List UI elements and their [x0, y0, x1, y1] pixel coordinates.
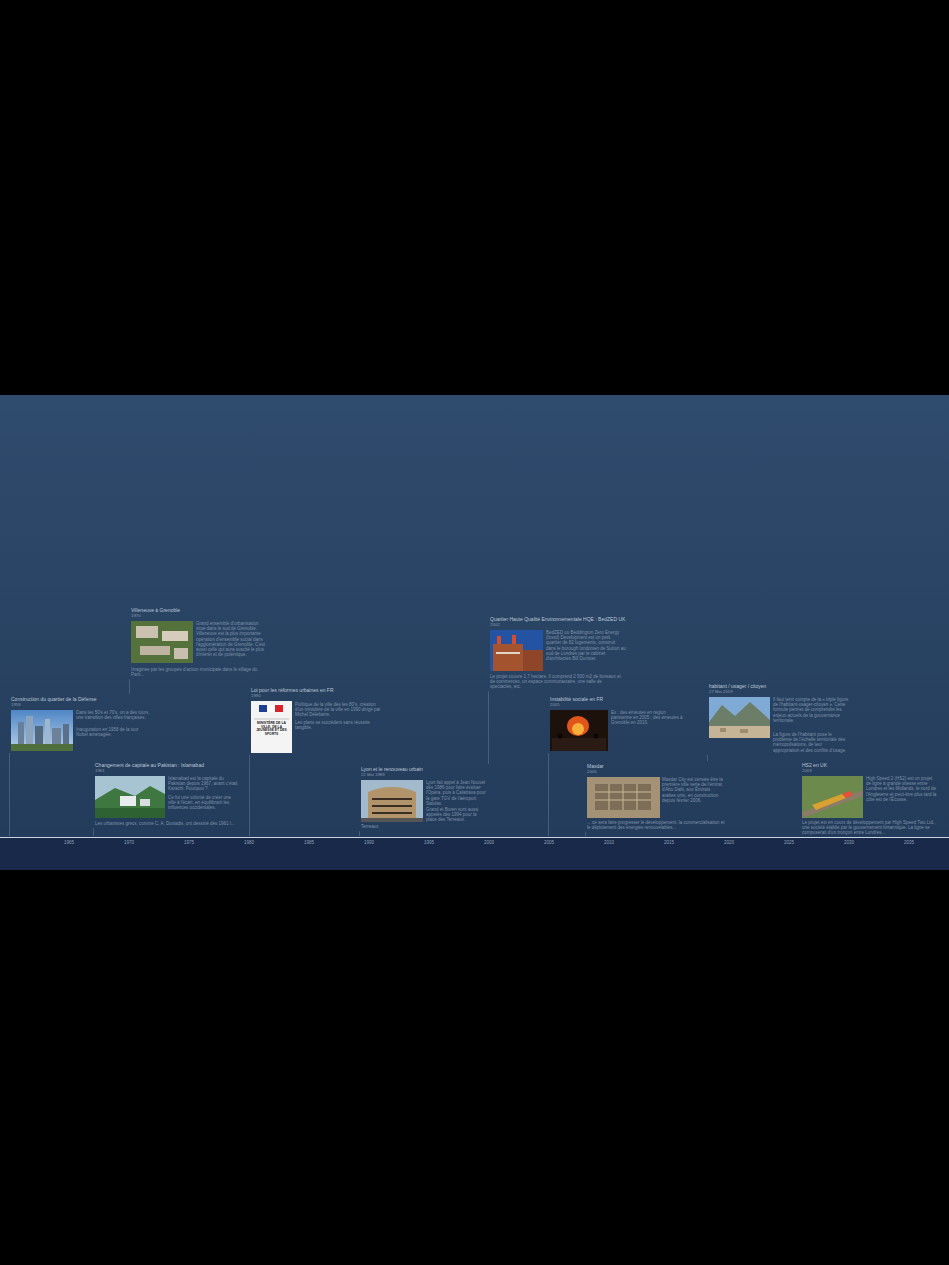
event-date: 1970 — [131, 614, 141, 619]
event-text: Islamabad est la capitale du Pakistan de… — [168, 776, 240, 792]
axis-band — [0, 838, 949, 870]
year-label: 2020 — [724, 841, 734, 846]
event-text: Il faut tenir compte de la « triple figu… — [773, 697, 849, 723]
year-label: 2030 — [844, 841, 854, 846]
time-axis — [0, 837, 949, 838]
grenoble-photo — [709, 697, 770, 738]
year-label: 1990 — [364, 841, 374, 846]
timeline-event: Construction du quartier de la Défense19… — [11, 697, 151, 751]
villeneuve-photo — [131, 621, 193, 663]
event-title: Masdar — [587, 764, 604, 770]
event-date: 2005 — [550, 703, 560, 708]
timeline-event: Quartier Haute Qualité Environnementale … — [490, 617, 626, 690]
event-text: Les urbanistes grecs, comme C. A. Doxiad… — [95, 821, 240, 826]
event-text: Ex : des émeutes en région parisienne en… — [611, 710, 686, 726]
timeline-event: Instabilité sociale en FR2005 Ex : des ém… — [550, 697, 686, 751]
year-label: 1965 — [64, 841, 74, 846]
event-title: Loi pour les réformes urbaines en FR — [251, 688, 334, 694]
timeline-event: Changement de capitale au Pakistan : Isl… — [95, 763, 240, 827]
timeline-event: Villeneuve à Grenoble1970Grand ensemble … — [131, 608, 271, 678]
event-date: 21 Mai 1989 — [361, 773, 385, 778]
event-marker — [548, 753, 549, 836]
year-label: 1980 — [244, 841, 254, 846]
timeline-panel — [0, 395, 949, 838]
event-text: Le projet couvre 1,7 hectare. Il compren… — [490, 674, 625, 690]
event-text: Inauguration en 1958 de la tour Nobel am… — [76, 727, 151, 737]
year-label: 1995 — [424, 841, 434, 846]
event-text: Imaginée par les groupes d'action munici… — [131, 667, 271, 677]
ministry-logo — [251, 701, 292, 753]
event-text: Politique de la ville dès les 80's, créa… — [295, 702, 385, 718]
year-label: 2025 — [784, 841, 794, 846]
defense-photo — [11, 710, 73, 751]
event-title: Instabilité sociale en FR — [550, 697, 603, 703]
hs2-photo — [802, 776, 863, 818]
event-title: Construction du quartier de la Défense — [11, 697, 97, 703]
event-date: 2009 — [802, 769, 812, 774]
event-text: High Speed 2 (HS2) est un projet de lign… — [866, 776, 938, 802]
event-title: habitant / usager / citoyen — [709, 684, 766, 690]
event-title: Quartier Haute Qualité Environnementale … — [490, 617, 625, 623]
lyon-photo — [361, 780, 423, 822]
masdar-photo — [587, 777, 660, 818]
event-text: Grand et Buren sont aussi appelés dès 19… — [426, 807, 486, 823]
event-marker — [585, 832, 586, 836]
event-text: Masdar City est censée être la première … — [662, 777, 724, 803]
event-text: La figure de l'habitant pose le problème… — [773, 732, 849, 753]
year-label: 2015 — [664, 841, 674, 846]
event-marker — [488, 692, 489, 764]
event-text: ... ce sera faire progresser le développ… — [587, 820, 727, 830]
year-label: 2005 — [544, 841, 554, 846]
event-text: Ce fut une volonté de créer une ville à … — [168, 795, 240, 811]
event-text: Grand ensemble d'urbanisation situé dans… — [196, 621, 268, 657]
event-date: 2002 — [490, 623, 500, 628]
timeline-event: Loi pour les réformes urbaines en FR1990… — [251, 688, 385, 753]
riots-photo — [550, 710, 608, 751]
logo-text: MINISTÈRE DE LA VILLE, DE LA JEUNESSE ET… — [252, 722, 291, 737]
event-title: Changement de capitale au Pakistan : Isl… — [95, 763, 204, 769]
timeline-event: HS2 en UK2009High Speed 2 (HS2) est un p… — [802, 763, 938, 836]
event-title: Villeneuve à Grenoble — [131, 608, 180, 614]
event-text: Les plans se succèdent sans réussite tan… — [295, 720, 385, 730]
event-date: 1961 — [95, 769, 105, 774]
event-date: 1990 — [251, 694, 261, 699]
year-label: 1970 — [124, 841, 134, 846]
event-title: Lyon et le renouveau urbain — [361, 767, 423, 773]
timeline-event: Masdar2006Masdar City est censée être la… — [587, 764, 727, 831]
event-marker — [93, 828, 94, 836]
event-text: Lyon fait appel à Jean Nouvel dès 1986 p… — [426, 780, 486, 806]
year-label: 2000 — [484, 841, 494, 846]
timeline-event: Lyon et le renouveau urbain21 Mai 1989Ly… — [361, 767, 486, 830]
event-text: Dans les 50's et 70's, on a des tours, u… — [76, 710, 151, 720]
event-title: HS2 en UK — [802, 763, 827, 769]
year-label: 2010 — [604, 841, 614, 846]
islamabad-photo — [95, 776, 165, 818]
event-marker — [359, 831, 360, 836]
year-label: 1975 — [184, 841, 194, 846]
event-text: BedZED ou Beddington Zero Energy (fossil… — [546, 630, 626, 661]
timeline-event: habitant / usager / citoyen27 Mai 2019Il… — [709, 684, 849, 753]
event-marker — [129, 679, 130, 694]
event-marker — [249, 755, 250, 836]
event-text: Le projet est en cours de développement … — [802, 820, 938, 836]
event-date: 2006 — [587, 770, 597, 775]
year-label: 1985 — [304, 841, 314, 846]
bedzed-photo — [490, 630, 543, 671]
event-marker — [707, 755, 708, 761]
year-label: 2035 — [904, 841, 914, 846]
event-date: 1958 — [11, 703, 21, 708]
event-marker — [9, 753, 10, 836]
event-date: 27 Mai 2019 — [709, 690, 733, 695]
event-text: Terreaux — [361, 824, 411, 829]
